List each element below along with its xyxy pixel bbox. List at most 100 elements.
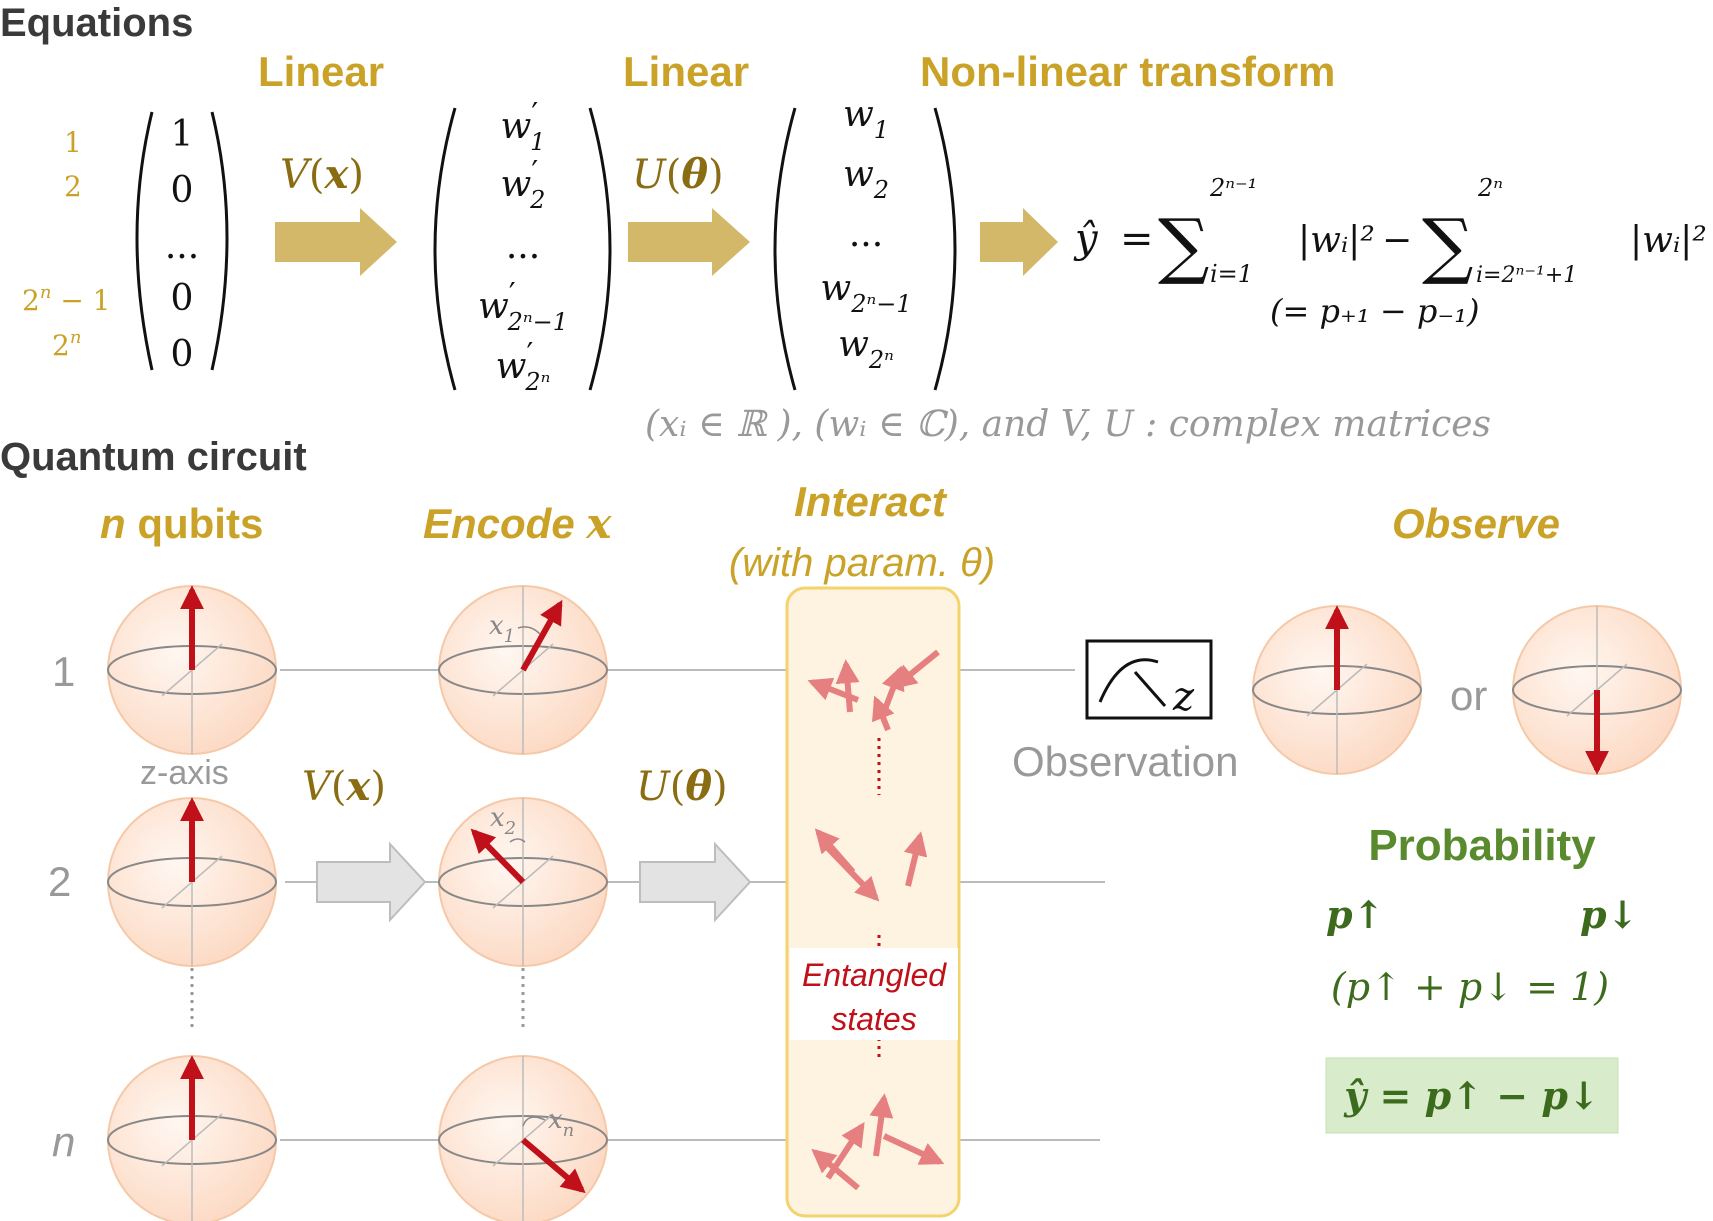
bloch-sphere-qubit-2 (107, 797, 277, 967)
angle-label: x2 (490, 803, 516, 839)
bloch-sphere-encoded-2 (438, 797, 608, 967)
input-vector-right-paren (210, 111, 229, 371)
entangled-arrows (807, 649, 945, 1191)
w-entry: ... (849, 214, 883, 255)
angle-arc (522, 1116, 546, 1127)
sum-symbol-1: ∑ (1158, 203, 1209, 287)
p-down: p↓ (1580, 892, 1638, 937)
bloch-sphere-qubit-1 (107, 585, 277, 755)
yhat-box-text: ŷ = p↑ − p↓ (1343, 1073, 1600, 1118)
angle-label: xn (548, 1105, 574, 1141)
p-sum: (p↑ + p↓ = 1) (1331, 965, 1609, 1009)
entangled-arrow (892, 649, 940, 690)
row-label-n: n (52, 1118, 75, 1165)
input-entry: 0 (171, 334, 194, 375)
equation-arrow-3 (980, 208, 1058, 276)
yhat-symbol: ŷ (1073, 216, 1099, 262)
row-label-1: 1 (52, 648, 75, 695)
equation-op-U: U(θ) (632, 151, 724, 198)
row-index-2: 2 (64, 170, 82, 203)
equations-footnote: (xᵢ ∈ ℝ ), (wᵢ ∈ ℂ), and V, U : complex … (645, 404, 1491, 445)
row-label-2: 2 (48, 858, 71, 905)
input-entry: 0 (171, 278, 194, 319)
equation-op-V: V(x) (280, 151, 364, 198)
entangled-arrow (819, 839, 880, 902)
col-interact-sub: (with param. θ) (729, 541, 995, 585)
row-indices: 1 2 2n − 1 2n (22, 126, 111, 362)
circuit-op-V: V(x) (302, 763, 386, 810)
entangled-label-1: Entangled (802, 957, 947, 993)
w-entry: w2ⁿ−1 (820, 268, 911, 318)
sum2-term: |wᵢ|² (1630, 220, 1707, 261)
circuit-heading: Quantum circuit (0, 435, 307, 479)
entangled-arrow (882, 1133, 945, 1165)
wprime-entry: w′2ⁿ (496, 337, 551, 396)
bloch-sphere-encoded-1 (438, 585, 608, 755)
entangled-arrow (807, 677, 860, 703)
entangled-label-bg (790, 948, 958, 1040)
meter-icon: z (1085, 639, 1213, 720)
w-vector: w1 w2... w2ⁿ−1 w2ⁿ (773, 94, 957, 391)
input-entry: 1 (171, 114, 194, 155)
meter-label: z (1172, 674, 1195, 720)
bloch-sphere-qubit-n (107, 1055, 277, 1221)
wprime-entry: w′2 (501, 155, 546, 214)
w-left-paren (773, 107, 797, 391)
sum2-upper: 2ⁿ (1477, 174, 1503, 202)
entangled-arrow (903, 831, 928, 887)
nonlinear-label: Non-linear transform (920, 48, 1335, 95)
row-index-n: 2n (52, 327, 81, 362)
sum-minus: − (1382, 220, 1412, 261)
sum-symbol-2: ∑ (1422, 203, 1473, 287)
wprime-entry: ... (506, 226, 540, 267)
equation-arrow-1 (275, 208, 397, 276)
entangled-label-2: states (831, 1001, 916, 1037)
equations-heading: Equations (0, 1, 193, 45)
sum1-upper: 2ⁿ⁻¹ (1209, 174, 1257, 202)
or-label: or (1450, 672, 1487, 719)
probability-label: Probability (1368, 821, 1596, 870)
input-vector-left-paren (135, 111, 154, 371)
row-labels: 1 2 n (48, 648, 75, 1165)
row-index-1: 1 (64, 126, 82, 159)
w-entry: w2 (843, 154, 889, 204)
p-up: p↑ (1326, 892, 1384, 937)
col-observe: Observe (1392, 500, 1560, 547)
col-interact: Interact (794, 478, 948, 525)
observation-label: Observation (1012, 738, 1238, 785)
circuit-op-U: U(θ) (636, 763, 728, 810)
z-axis-label: z-axis (140, 754, 229, 792)
sum1-lower: i=1 (1210, 260, 1253, 288)
w-entry: w1 (843, 94, 889, 144)
wprime-right-paren (588, 107, 612, 391)
col-n-qubits: n qubits (100, 500, 263, 547)
input-entry: 0 (171, 170, 194, 211)
w-right-paren (933, 107, 957, 391)
yhat-equals: = (1120, 216, 1154, 262)
bloch-sphere-encoded-n (438, 1055, 608, 1221)
wprime-vector: w′1w′2... w′2ⁿ−1w′2ⁿ (433, 97, 612, 396)
entangled-arrow (835, 659, 860, 713)
yhat-box (1325, 1057, 1619, 1134)
bloch-sphere-observed-down (1512, 605, 1682, 775)
input-vector: 1 0 ... 0 0 (135, 111, 229, 375)
wprime-entry: w′2ⁿ−1 (478, 277, 568, 336)
wprime-left-paren (433, 107, 457, 391)
prob-note: (= p₊₁ − p₋₁) (1270, 292, 1480, 330)
circuit-arrow-U (639, 841, 752, 923)
bloch-sphere-observed-up (1252, 605, 1422, 775)
angle-arc (509, 838, 526, 843)
wprime-entry: w′1 (501, 97, 546, 156)
entangled-arrow (825, 1121, 865, 1180)
interaction-panel (785, 586, 961, 1218)
row-index-n1: 2n − 1 (22, 282, 111, 317)
equation-arrow-2 (628, 208, 750, 276)
w-entry: w2ⁿ (838, 324, 894, 374)
input-entry: ... (165, 226, 199, 267)
col-encode: Encode x (423, 499, 612, 548)
entangled-arrow (869, 1093, 894, 1157)
sum1-term: |wᵢ|² (1298, 220, 1375, 261)
yhat-formula: ŷ = ∑ 2ⁿ⁻¹ i=1 |wᵢ|² − ∑ 2ⁿ i=2ⁿ⁻¹+1 |wᵢ… (1073, 174, 1707, 330)
entangled-arrow (871, 695, 895, 732)
